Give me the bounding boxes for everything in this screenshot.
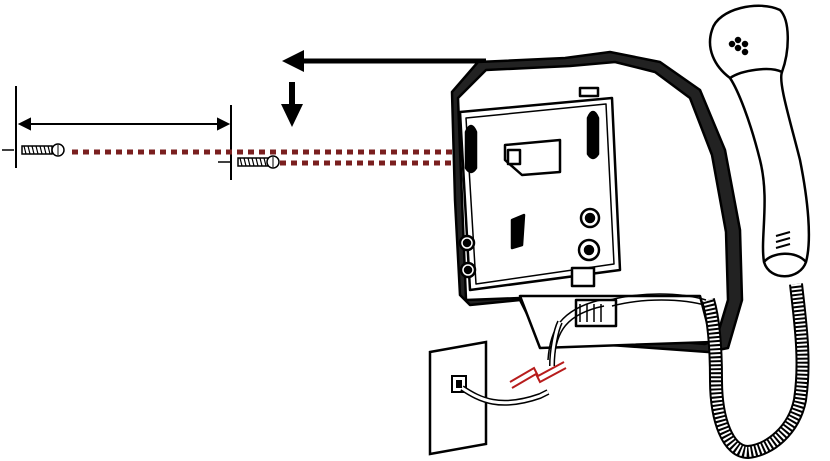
move-left-arrow (282, 50, 486, 72)
screw (218, 156, 279, 168)
move-down-arrow (281, 82, 303, 127)
spacing-dimension (16, 86, 231, 180)
screw (2, 144, 64, 156)
